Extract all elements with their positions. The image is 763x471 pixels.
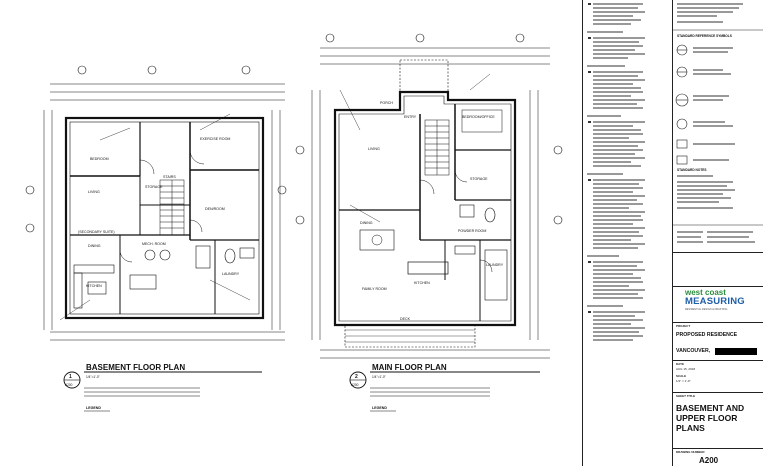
room-label: LAUNDRY	[486, 263, 504, 267]
room-label: KITCHEN	[86, 284, 102, 288]
room-label: DECK	[400, 317, 411, 321]
room-label: EXERCISE ROOM	[200, 137, 230, 141]
tb-divider	[673, 448, 763, 449]
tb-divider	[673, 322, 763, 323]
basement-tag-sheet: A200	[65, 383, 73, 387]
basement-floor-plan	[25, 65, 287, 412]
main-title-text: 2 A200 MAIN FLOOR PLAN 1/4"=1'-0" LEGEND	[351, 363, 447, 410]
basement-room-labels: BEDROOM EXERCISE ROOM LIVING STORAGE DEN…	[78, 137, 240, 288]
date-value: AUG 15, 2018	[676, 367, 696, 371]
main-room-labels: PORCH ENTRY LIVING BEDROOM/OFFICE STORAG…	[360, 101, 504, 321]
drawing-number: A200	[699, 456, 719, 465]
room-label: (SECONDARY SUITE)	[78, 230, 115, 234]
sheet-title-label: SHEET TITLE	[676, 394, 696, 398]
scale-label: SCALE	[676, 374, 687, 378]
tb-divider	[673, 360, 763, 361]
main-legend-label: LEGEND	[372, 406, 387, 410]
reference-symbols	[673, 3, 763, 243]
room-label: LIVING	[368, 147, 380, 151]
plans-canvas: BEDROOM EXERCISE ROOM LIVING STORAGE DEN…	[25, 33, 563, 412]
sheet-title-line-1: BASEMENT AND	[676, 403, 745, 413]
logo-text-bottom: MEASURING	[685, 296, 745, 307]
notes-lines	[587, 3, 645, 341]
room-label: STORAGE	[470, 177, 488, 181]
redacted-address	[715, 348, 757, 355]
room-label: FAMILY ROOM	[362, 287, 387, 291]
basement-legend-label: LEGEND	[86, 406, 101, 410]
main-tag-sheet: A200	[351, 383, 359, 387]
scale-value: 1/4" = 1'-0"	[676, 379, 691, 383]
main-tag-number: 2	[355, 374, 358, 380]
room-label: ENTRY	[404, 115, 417, 119]
basement-plan-title: BASEMENT FLOOR PLAN	[86, 363, 185, 372]
room-label: BEDROOM/OFFICE	[462, 115, 495, 119]
room-label: DEN/ROOM	[205, 207, 225, 211]
room-label: STORAGE	[145, 185, 163, 189]
tb-divider	[673, 252, 763, 253]
room-label: DINING	[360, 221, 373, 225]
sheet-title-line-3: PLANS	[676, 423, 705, 433]
general-notes-column	[582, 0, 673, 466]
room-label: POWDER ROOM	[458, 229, 486, 233]
basement-plan-scale: 1/4"=1'-0"	[86, 375, 100, 379]
project-label: PROJECT	[676, 324, 691, 328]
room-label: BEDROOM	[90, 157, 109, 161]
drawing-number-label: DRAWING NUMBER	[676, 450, 705, 454]
date-label: DATE	[676, 362, 684, 366]
tb-divider	[673, 286, 763, 287]
basement-title-text: 1 A200 BASEMENT FLOOR PLAN 1/4"=1'-0" LE…	[65, 363, 185, 410]
room-label: PORCH	[380, 101, 393, 105]
logo-text-top: west coast	[685, 288, 726, 297]
sheet-title-line-2: UPPER FLOOR	[676, 413, 738, 423]
title-block: STANDARD REFERENCE SYMBOLS STANDARD NOTE…	[672, 0, 763, 466]
room-label: KITCHEN	[414, 281, 430, 285]
basement-tag-number: 1	[69, 374, 72, 380]
room-label: DINING	[88, 244, 101, 248]
room-label: STAIRS	[163, 175, 176, 179]
main-plan-scale: 1/4"=1'-0"	[372, 375, 386, 379]
room-label: LIVING	[88, 190, 100, 194]
tb-divider	[673, 392, 763, 393]
company-logo: west coast MEASURING RESIDENTIAL DESIGN …	[677, 288, 761, 316]
room-label: MECH. ROOM	[142, 242, 166, 246]
room-label: LAUNDRY	[222, 272, 240, 276]
main-floor-plan	[295, 33, 563, 412]
notes-heading: STANDARD NOTES	[677, 168, 707, 172]
project-city: VANCOUVER,	[676, 348, 711, 354]
symbols-heading: STANDARD REFERENCE SYMBOLS	[677, 34, 732, 38]
logo-tagline: RESIDENTIAL DESIGN & DRAFTING	[685, 308, 728, 311]
project-name: PROPOSED RESIDENCE	[676, 332, 738, 338]
main-plan-title: MAIN FLOOR PLAN	[372, 363, 447, 372]
